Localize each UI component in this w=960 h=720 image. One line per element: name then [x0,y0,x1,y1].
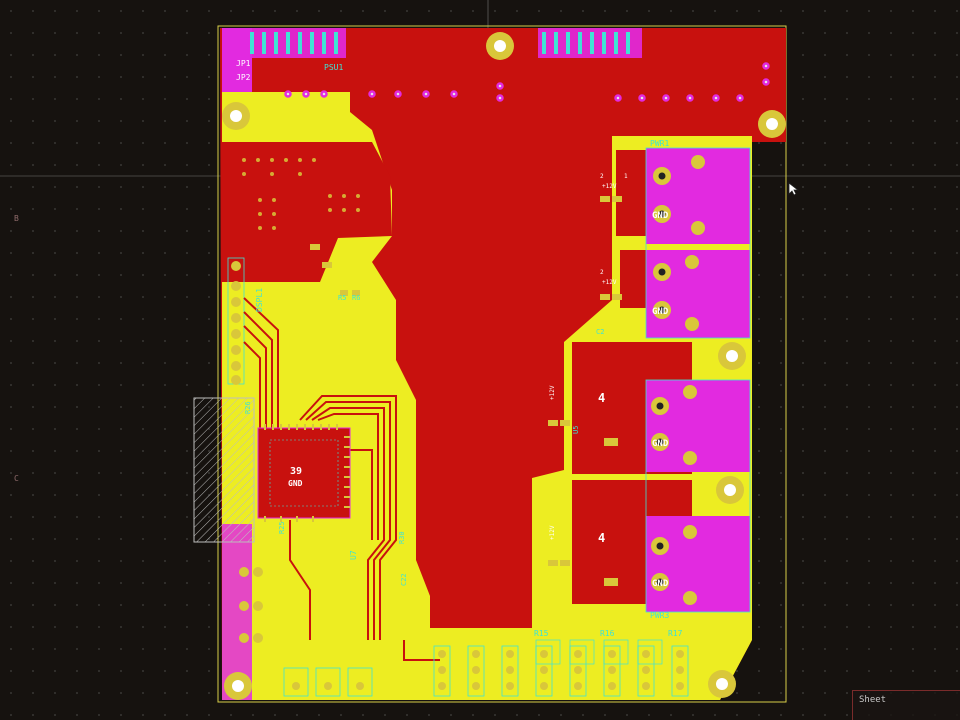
label-r17: R17 [668,629,683,638]
power-smd-components [310,196,622,586]
mounting-holes [222,32,786,700]
label-gnd-b: GND [652,307,669,317]
ruler-row-c-label: C [14,474,19,483]
label-12v-a: +12V [602,183,617,190]
label-pwr1: PWR1 [650,139,669,148]
label-gnd-c: GND [652,439,669,449]
top-header-pins [250,32,630,54]
terminal-pads [651,155,705,605]
left-via-field [242,158,360,230]
label-c22: C22 [400,573,408,586]
label-pin2-a: 2 [600,173,604,180]
sheet-title-block[interactable]: Sheet [852,690,960,720]
label-12v-c: +12V [549,385,556,400]
label-pin2-b: 2 [600,269,604,276]
top-via-row [284,62,770,102]
label-dspl1: DSPL1 [255,288,264,312]
pwr1-connector-outline [645,147,751,339]
label-u7: U7 [349,550,358,560]
mcu-chip [257,424,351,522]
mouse-cursor-icon [788,182,800,196]
label-chip-gnd: GND [288,479,303,488]
label-r15: R15 [534,629,549,638]
mask-pwr3-lower [646,516,750,612]
bottom-headers [433,639,689,697]
label-u5: U5 [572,426,580,434]
label-psu1: PSU1 [324,63,343,72]
label-pwr3: PWR3 [650,611,669,620]
front-copper-left-patch [222,142,392,282]
label-pin4-d: 4 [598,531,605,545]
label-gnd-d: GND [652,579,669,589]
keepout-hatched-area [193,397,255,543]
label-c2: C2 [596,328,604,336]
label-r6: R6 [352,294,360,302]
sheet-tab-label: Sheet [859,695,887,705]
label-12v-b: +12V [602,279,617,286]
label-r5: R5 [338,294,346,302]
label-gnd-a: GND [652,211,669,221]
label-pin1-a: 1 [624,173,628,180]
label-r30: R30 [398,531,406,544]
mask-pwr3-upper [646,380,750,472]
mask-bottom-left [222,524,252,700]
ruler-row-b-label: B [14,214,19,223]
dspl1-header [227,257,245,385]
board-edge-cuts [217,25,787,703]
top-header-left [246,28,346,58]
label-jp2: JP2 [236,73,251,82]
label-12v-d: +12V [549,525,556,540]
label-r25: R25 [278,521,286,534]
label-chip-39: 39 [290,466,302,477]
bottom-left-components [239,567,373,697]
signal-traces-left [243,297,440,661]
label-r16: R16 [600,629,615,638]
label-jp1: JP1 [236,59,251,68]
pwr3-connector-outline [645,379,751,613]
label-pin4-c: 4 [598,391,605,405]
label-r26: R26 [244,401,252,414]
